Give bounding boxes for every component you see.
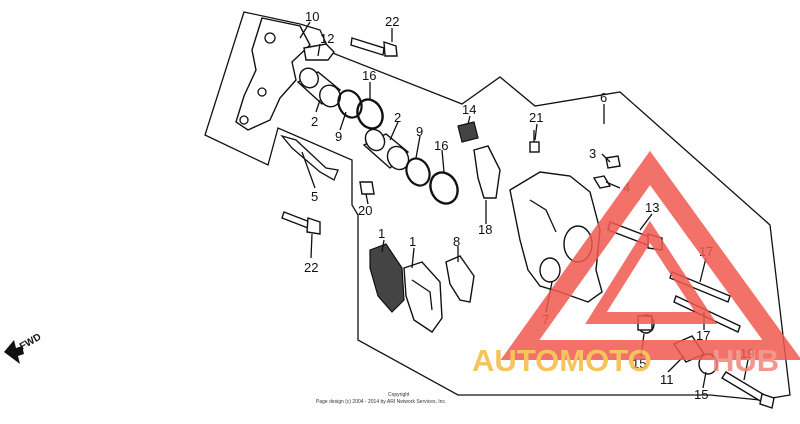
bolt-top xyxy=(350,37,398,57)
label-18: 18 xyxy=(478,222,492,237)
label-2-lower: 2 xyxy=(394,110,401,125)
seal-upper-9 xyxy=(337,89,363,119)
caliper-bracket xyxy=(235,17,311,131)
label-17-lower: 17 xyxy=(696,328,710,343)
label-1-outer: 1 xyxy=(378,226,385,241)
label-13: 13 xyxy=(645,200,659,215)
label-9-lower: 9 xyxy=(416,124,423,139)
label-11: 11 xyxy=(660,372,674,387)
seal-upper-16 xyxy=(356,98,384,130)
label-8: 8 xyxy=(453,234,460,249)
label-14: 14 xyxy=(462,102,476,117)
label-12: 12 xyxy=(320,31,334,46)
bleeder-cap xyxy=(592,175,612,189)
piston-upper xyxy=(296,67,342,108)
spring-clip xyxy=(280,134,339,181)
label-16-upper: 16 xyxy=(362,68,376,83)
copyright-line-2: Page design (c) 2004 - 2014 by ARI Netwo… xyxy=(316,399,446,405)
label-9-upper: 9 xyxy=(335,129,342,144)
label-21: 21 xyxy=(529,110,543,125)
seal-lower-16 xyxy=(429,171,459,205)
label-10: 10 xyxy=(305,9,319,24)
brake-pad-inner xyxy=(403,261,443,333)
label-22-top: 22 xyxy=(385,14,399,29)
label-16-lower: 16 xyxy=(434,138,448,153)
watermark-triangle xyxy=(500,150,800,360)
bleeder-screw xyxy=(605,155,621,169)
copyright-line-1: Copyright xyxy=(388,392,410,398)
seal-lower-9 xyxy=(405,157,431,187)
bolt-21 xyxy=(529,130,540,153)
bolt-19 xyxy=(721,371,775,409)
pad-shim xyxy=(445,255,475,303)
label-15-lower: 15 xyxy=(694,387,708,402)
label-22-bottom: 22 xyxy=(304,260,318,275)
piston-lower xyxy=(362,128,410,171)
bracket-plate xyxy=(473,145,501,199)
label-6: 6 xyxy=(600,90,607,105)
label-1-inner: 1 xyxy=(409,234,416,249)
brake-pad-outer xyxy=(369,243,405,313)
forward-arrow: FWD xyxy=(4,332,43,364)
bolt-bottom xyxy=(281,211,321,235)
watermark-text-b: HUB xyxy=(712,343,779,378)
sleeve-14 xyxy=(457,121,479,143)
label-3: 3 xyxy=(589,146,596,161)
label-20: 20 xyxy=(358,203,372,218)
label-5: 5 xyxy=(311,189,318,204)
watermark: AUTOMOTO HUB xyxy=(472,150,800,378)
label-2-upper: 2 xyxy=(311,114,318,129)
fwd-label: FWD xyxy=(18,332,43,353)
watermark-text-a: AUTOMOTO xyxy=(472,343,652,378)
pin-small xyxy=(359,181,375,195)
